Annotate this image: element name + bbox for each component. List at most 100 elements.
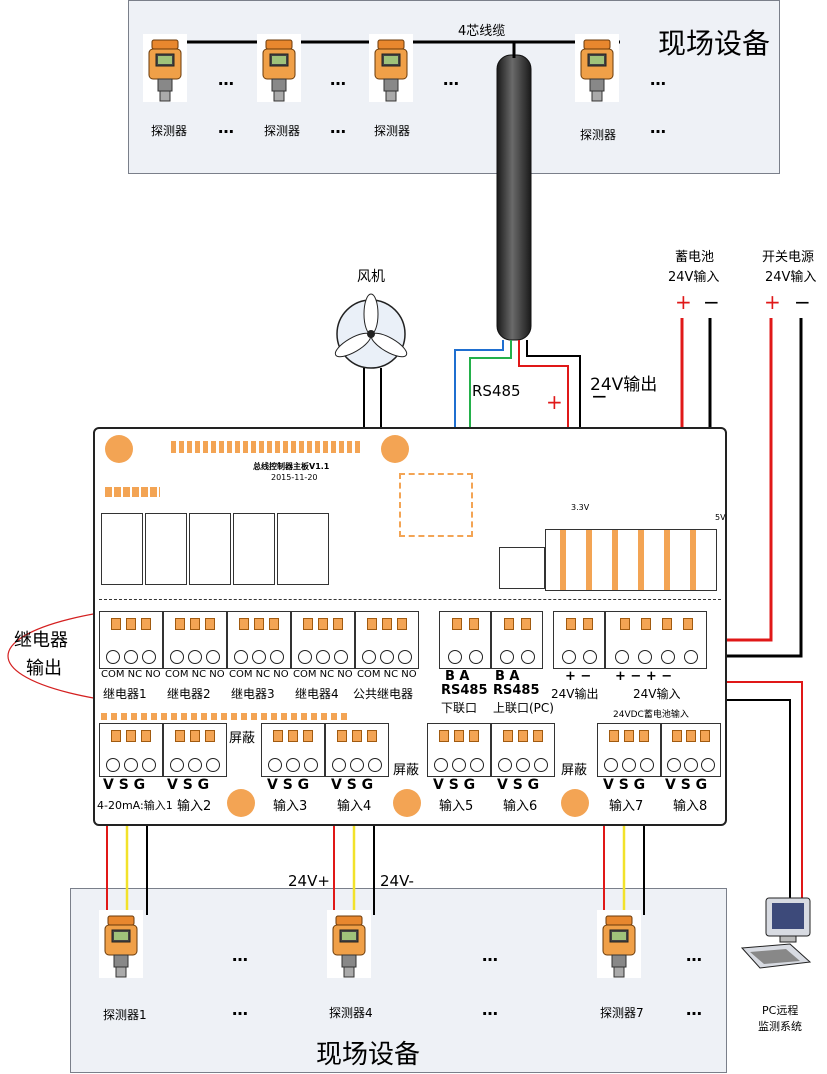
board-date: 2015-11-20 [271,473,318,482]
relay-pins-4: COM NC NO [293,669,353,680]
shield-pad-1 [227,789,255,817]
top-detector-label-3: 探测器 [374,124,411,138]
input-terminal-1 [99,723,163,777]
top-detector-4 [575,34,619,102]
pc-label-1: PC远程 [762,1004,799,1017]
input-terminal-7 [597,723,661,777]
psu-minus: − [794,290,811,314]
board-title: 总线控制器主板V1.1 [253,462,330,471]
psu-label-1: 开关电源 [762,250,815,265]
label-3v3: 3.3V [571,503,590,512]
bottom-ellipsis-6: … [686,1000,703,1019]
power-section [545,529,717,591]
shield-pad-3 [561,789,589,817]
pad-row-2 [101,713,351,720]
relay-terminal-common [355,611,419,669]
out24-label: 24V输出 [551,687,599,701]
vsg-8: V S G [665,777,708,793]
controller-board: 总线控制器主板V1.1 2015-11-20 3.3V 5V [93,427,727,826]
relay-label-common: 公共继电器 [353,687,414,701]
wire-24v-plus: 24V+ [288,872,330,890]
top-detector-1 [143,34,187,102]
relay-pins-1: COM NC NO [101,669,161,680]
bottom-field-title: 现场设备 [316,1040,421,1070]
rs485-down-sub: 下联口 [441,701,478,715]
top-ellipsis-6: … [330,118,347,137]
bottom-ellipsis-4: … [232,1000,249,1019]
input-label-2: 输入2 [177,799,212,814]
shield-label-2: 屏蔽 [393,763,420,778]
in24-label: 24V输入 [633,687,681,701]
relay-terminal-4 [291,611,355,669]
wire-24v-minus: 24V- [380,872,414,890]
mount-hole-2 [381,435,409,463]
relay-output-label-2: 输出 [26,658,62,679]
out-minus-sign: − [591,384,608,408]
top-ellipsis-2: … [330,70,347,89]
v24-out-label: 24V输出 [590,375,658,395]
rs485-up-terminal [491,611,543,669]
top-ellipsis-4: … [650,70,667,89]
out24-terminal [553,611,605,669]
vsg-6: V S G [497,777,540,793]
input-terminal-5 [427,723,491,777]
input-terminal-4 [325,723,389,777]
top-detector-label-4: 探测器 [580,128,617,142]
top-detector-2 [257,34,301,102]
pin-header [171,441,361,453]
fan [334,293,408,369]
relay-label-2: 继电器2 [167,687,211,701]
capacitor-area [499,547,545,589]
top-detector-3 [369,34,413,102]
bottom-ellipsis-2: … [482,946,499,965]
vsg-7: V S G [603,777,646,793]
input-label-7: 输入7 [609,799,644,814]
bottom-ellipsis-3: … [686,946,703,965]
rs485-down-pins: B A [445,669,470,684]
relay-label-3: 继电器3 [231,687,275,701]
bottom-ellipsis-5: … [482,1000,499,1019]
relay-terminal-3 [227,611,291,669]
battery-label-2: 24V输入 [668,270,720,285]
relay-modules [101,513,329,585]
rs485-label: RS485 [472,382,521,400]
vsg-1: V S G [103,777,146,793]
in24-terminal [605,611,707,669]
label-5v: 5V [715,513,726,522]
vsg-5: V S G [433,777,476,793]
pad-row [105,487,160,497]
mcu-chip [399,473,473,537]
input-label-5: 输入5 [439,799,474,814]
out-plus-sign: + [546,390,563,414]
relay-label-4: 继电器4 [295,687,339,701]
battery-plus: + [675,290,692,314]
top-ellipsis-5: … [218,118,235,137]
fan-label: 风机 [357,269,385,285]
pc-computer [740,897,812,969]
top-ellipsis-7: … [650,118,667,137]
rs485-up-sub: 上联口(PC) [493,701,554,715]
top-field-panel [128,0,780,174]
shield-label-1: 屏蔽 [229,731,256,746]
psu-label-2: 24V输入 [765,270,817,285]
mount-hole-1 [105,435,133,463]
relay-terminal-2 [163,611,227,669]
rs485-up-title: RS485 [493,683,540,698]
relay-pins-2: COM NC NO [165,669,225,680]
top-field-title: 现场设备 [658,27,771,60]
out24-pins: + − [565,669,592,684]
input-label-3: 输入3 [273,799,308,814]
top-ellipsis-1: … [218,70,235,89]
relay-output-label-1: 继电器 [14,630,68,651]
vsg-2: V S G [167,777,210,793]
input-terminal-6 [491,723,555,777]
bottom-ellipsis-1: … [232,946,249,965]
relay-pins-common: COM NC NO [357,669,417,680]
pc-label-2: 监测系统 [758,1020,802,1033]
vsg-4: V S G [331,777,374,793]
relay-pins-3: COM NC NO [229,669,289,680]
shield-label-3: 屏蔽 [561,763,588,778]
input-label-6: 输入6 [503,799,538,814]
bottom-detector-label-4: 探测器4 [329,1006,373,1020]
battery-input-note: 24VDC蓄电池输入 [613,710,689,720]
